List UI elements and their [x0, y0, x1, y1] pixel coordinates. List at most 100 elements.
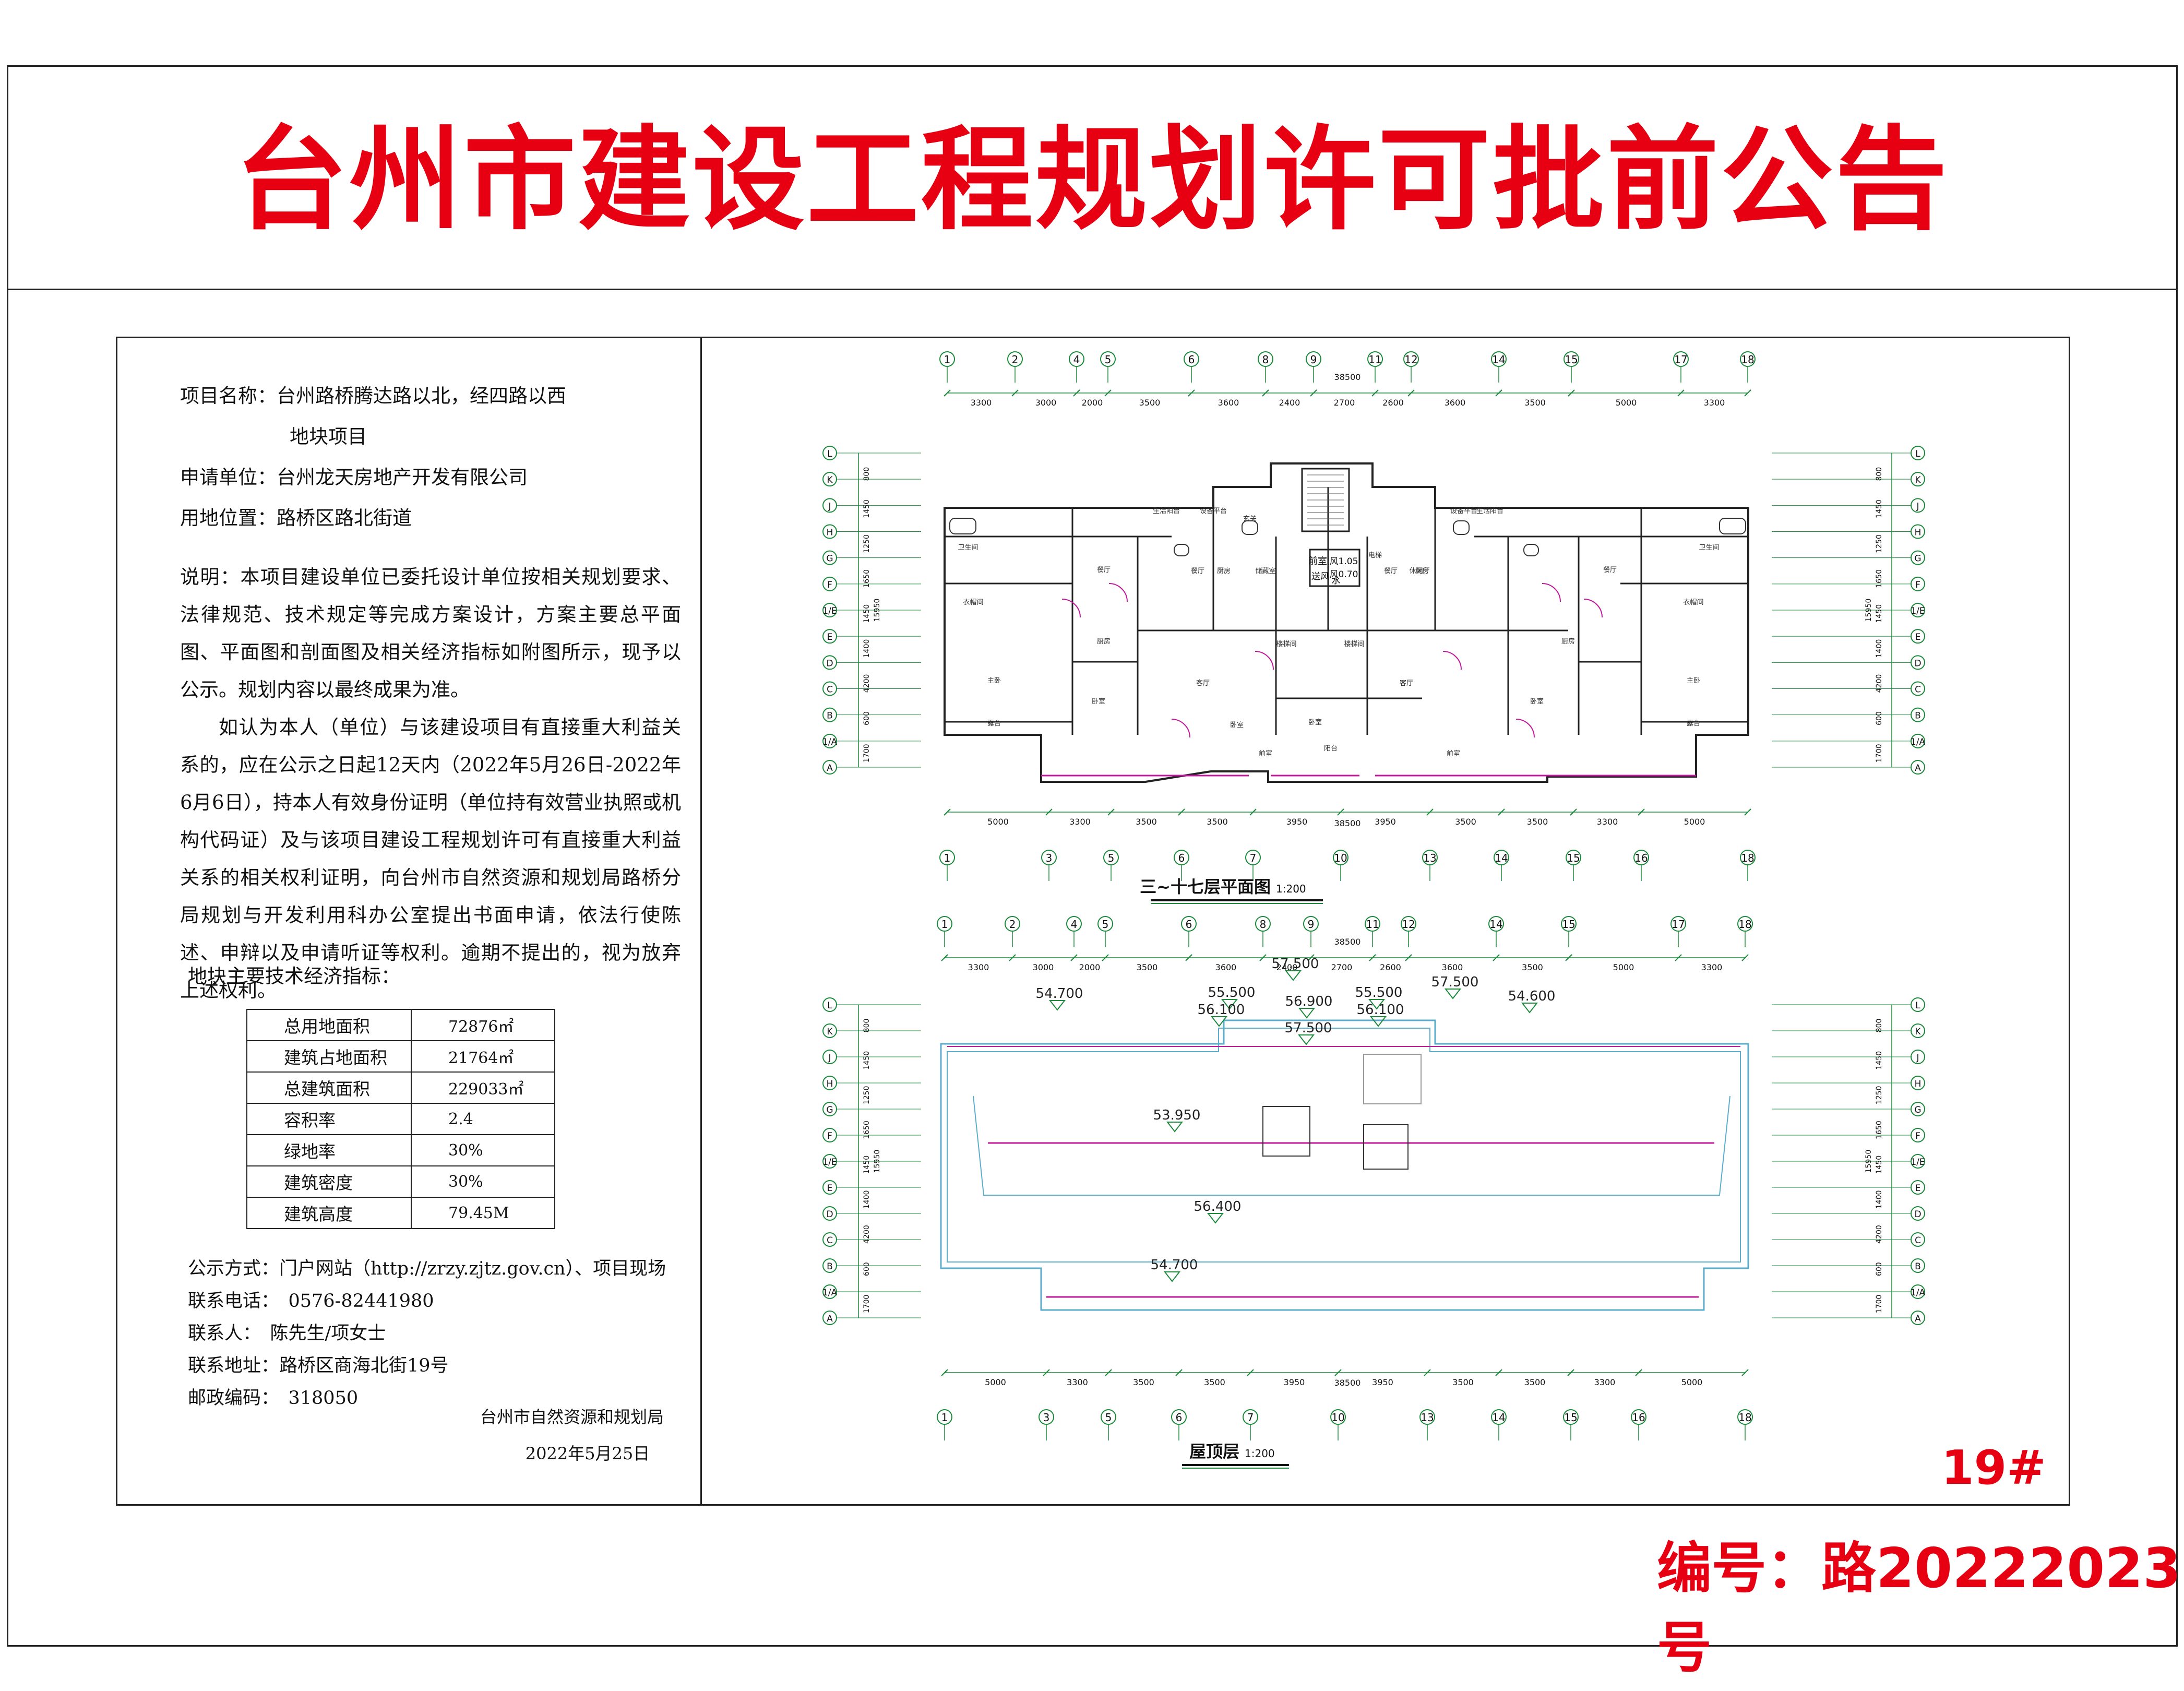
- roof-row-label-left: 1/A: [822, 1288, 838, 1298]
- roof-top-dim-tick: [1307, 954, 1315, 961]
- plan-top-dim-tick: [1104, 389, 1112, 397]
- roof-row-label-right: H: [1915, 1079, 1922, 1089]
- plan-row-label-right: C: [1915, 685, 1921, 695]
- plan-top-axis-label: 11: [1368, 353, 1381, 366]
- plan-bottom-dim-value: 3300: [1597, 817, 1618, 827]
- roof-top-dim-tick: [1369, 954, 1376, 961]
- plan-row-dim-right: 600: [1875, 711, 1883, 725]
- indicator-value: 79.45M: [411, 1197, 555, 1229]
- roof-elevation-label: 56.100: [1357, 1002, 1404, 1018]
- plan-top-dim-value: 3000: [1035, 398, 1057, 408]
- plan-bottom-dim-value: 3500: [1136, 817, 1157, 827]
- roof-row-label-left: F: [827, 1131, 832, 1141]
- roof-top-axis-label: 17: [1672, 918, 1685, 931]
- plan-top-axis-label: 6: [1188, 353, 1195, 366]
- roof-top-dim-tick: [1565, 954, 1572, 961]
- plan-door-swing: [1515, 719, 1535, 738]
- plan-row-label-right: B: [1915, 711, 1921, 721]
- plan-row-label-right: H: [1915, 528, 1922, 538]
- indicator-value: 2.4: [411, 1103, 555, 1135]
- plan-room-label: 厨房: [1415, 567, 1429, 575]
- project-name-row-2: 地块项目: [180, 416, 681, 457]
- indicator-value: 229033㎡: [411, 1071, 555, 1104]
- plan-room-label: 餐厅: [1603, 566, 1617, 574]
- roof-row-label-right: K: [1915, 1027, 1921, 1037]
- roof-parapet-outline: [940, 1019, 1749, 1311]
- roof-top-dim-value: 3600: [1442, 962, 1463, 972]
- plan-row-dim-right: 4200: [1875, 674, 1883, 693]
- roof-bottom-dim-value: 3950: [1372, 1377, 1393, 1387]
- roof-bottom-axis-label: 3: [1043, 1411, 1050, 1424]
- plan-top-dim-tick: [1371, 389, 1379, 397]
- roof-bottom-axis-label: 15: [1564, 1411, 1577, 1424]
- roof-bottom-dim-value: 5000: [985, 1377, 1006, 1387]
- plan-top-dim-tick: [1495, 389, 1502, 397]
- plan-bottom-dim-value: 3950: [1375, 817, 1396, 827]
- plan-top-dim-value: 2400: [1279, 398, 1300, 408]
- roof-elevation-marker: [1163, 1271, 1181, 1282]
- plan-row-label-left: H: [827, 528, 833, 538]
- roof-top-axis-label: 12: [1402, 918, 1415, 931]
- plan-top-dim-tick: [1073, 389, 1080, 397]
- plan-bottom-dim-tick: [1426, 808, 1434, 816]
- plan-row-label-right: L: [1915, 449, 1920, 459]
- roof-bottom-dim-value: 5000: [1681, 1377, 1703, 1387]
- roof-bottom-axis-label: 1: [941, 1411, 948, 1424]
- plan-room-label: 储藏室: [1255, 567, 1275, 575]
- plan-top-axis-label: 12: [1404, 353, 1417, 366]
- contact-info: 公示方式：门户网站（http://zrzy.zjtz.gov.cn）、项目现场 …: [188, 1253, 666, 1414]
- roof-top-axis-label: 11: [1366, 918, 1379, 931]
- roof-top-dim-value: 2400: [1276, 962, 1298, 972]
- plan-door-swing: [1255, 651, 1274, 670]
- roof-top-axis-label: 18: [1738, 918, 1751, 931]
- roof-elevation-marker: [1521, 1003, 1538, 1014]
- roof-top-dim-value: 3300: [968, 962, 989, 972]
- plan-bottom-dim-tick: [1337, 808, 1344, 816]
- plan-row-dim-left: 1650: [863, 569, 871, 588]
- plan-bottom-dim-value: 5000: [1684, 817, 1705, 827]
- roof-bottom-dim-tick: [1334, 1369, 1342, 1376]
- plan-top-dim-tick: [1011, 389, 1019, 397]
- roof-row-label-right: 1/E: [1911, 1157, 1925, 1168]
- building-number: 19#: [1941, 1440, 2046, 1495]
- plan-top-axis-label: 8: [1262, 353, 1269, 366]
- plan-row-dim-left: 1450: [863, 499, 871, 518]
- plan-row-label-left: D: [826, 658, 833, 669]
- roof-row-total-left: 15950: [873, 1150, 881, 1173]
- plan-row-label-right: A: [1915, 763, 1921, 773]
- plan-scale: 1:200: [1276, 883, 1306, 895]
- roof-top-dim-tick: [941, 954, 948, 961]
- plan-bottom-axis-label: 7: [1250, 852, 1257, 864]
- plan-row-label-left: K: [827, 475, 833, 485]
- plan-row-label-left: B: [827, 711, 833, 721]
- plan-top-dim-value: 3600: [1218, 398, 1239, 408]
- roof-elevation-marker: [1297, 1034, 1315, 1045]
- plan-room-label: 厨房: [1097, 637, 1111, 646]
- roof-row-dim-right: 1450: [1875, 1156, 1883, 1174]
- roof-bottom-dim-tick: [1247, 1369, 1254, 1376]
- roof-top-dim-value: 3000: [1033, 962, 1054, 972]
- plan-row-label-left: A: [827, 763, 833, 773]
- roof-elevation-marker: [1166, 1122, 1184, 1133]
- plan-row-label-left: G: [826, 554, 833, 564]
- plan-top-dim-value: 3600: [1445, 398, 1466, 408]
- plan-room-label: 设备平台: [1200, 507, 1227, 515]
- location: 路桥区路北街道: [277, 507, 412, 529]
- roof-top-dim-value: 2600: [1380, 962, 1401, 972]
- notice-frame: [7, 65, 2178, 1647]
- roof-bottom-axis-label: 10: [1331, 1411, 1344, 1424]
- plan-row-label-right: J: [1916, 501, 1919, 511]
- plan-room-label: 卧室: [1092, 697, 1105, 706]
- roof-bottom-dim-tick: [941, 1369, 948, 1376]
- plan-room-label: 卫生间: [1699, 544, 1719, 552]
- plan-core-label: 风0.70: [1330, 569, 1358, 580]
- contact-phone: 联系电话： 0576-82441980: [188, 1291, 434, 1312]
- roof-gutter: [973, 1095, 1731, 1196]
- roof-bottom-dim-value: 3300: [1067, 1377, 1088, 1387]
- roof-bottom-dim-value: 3950: [1284, 1377, 1305, 1387]
- roof-bottom-dim-tick: [1495, 1369, 1502, 1376]
- applicant: 台州龙天房地产开发有限公司: [277, 466, 528, 489]
- plan-room-label: 客厅: [1400, 679, 1413, 687]
